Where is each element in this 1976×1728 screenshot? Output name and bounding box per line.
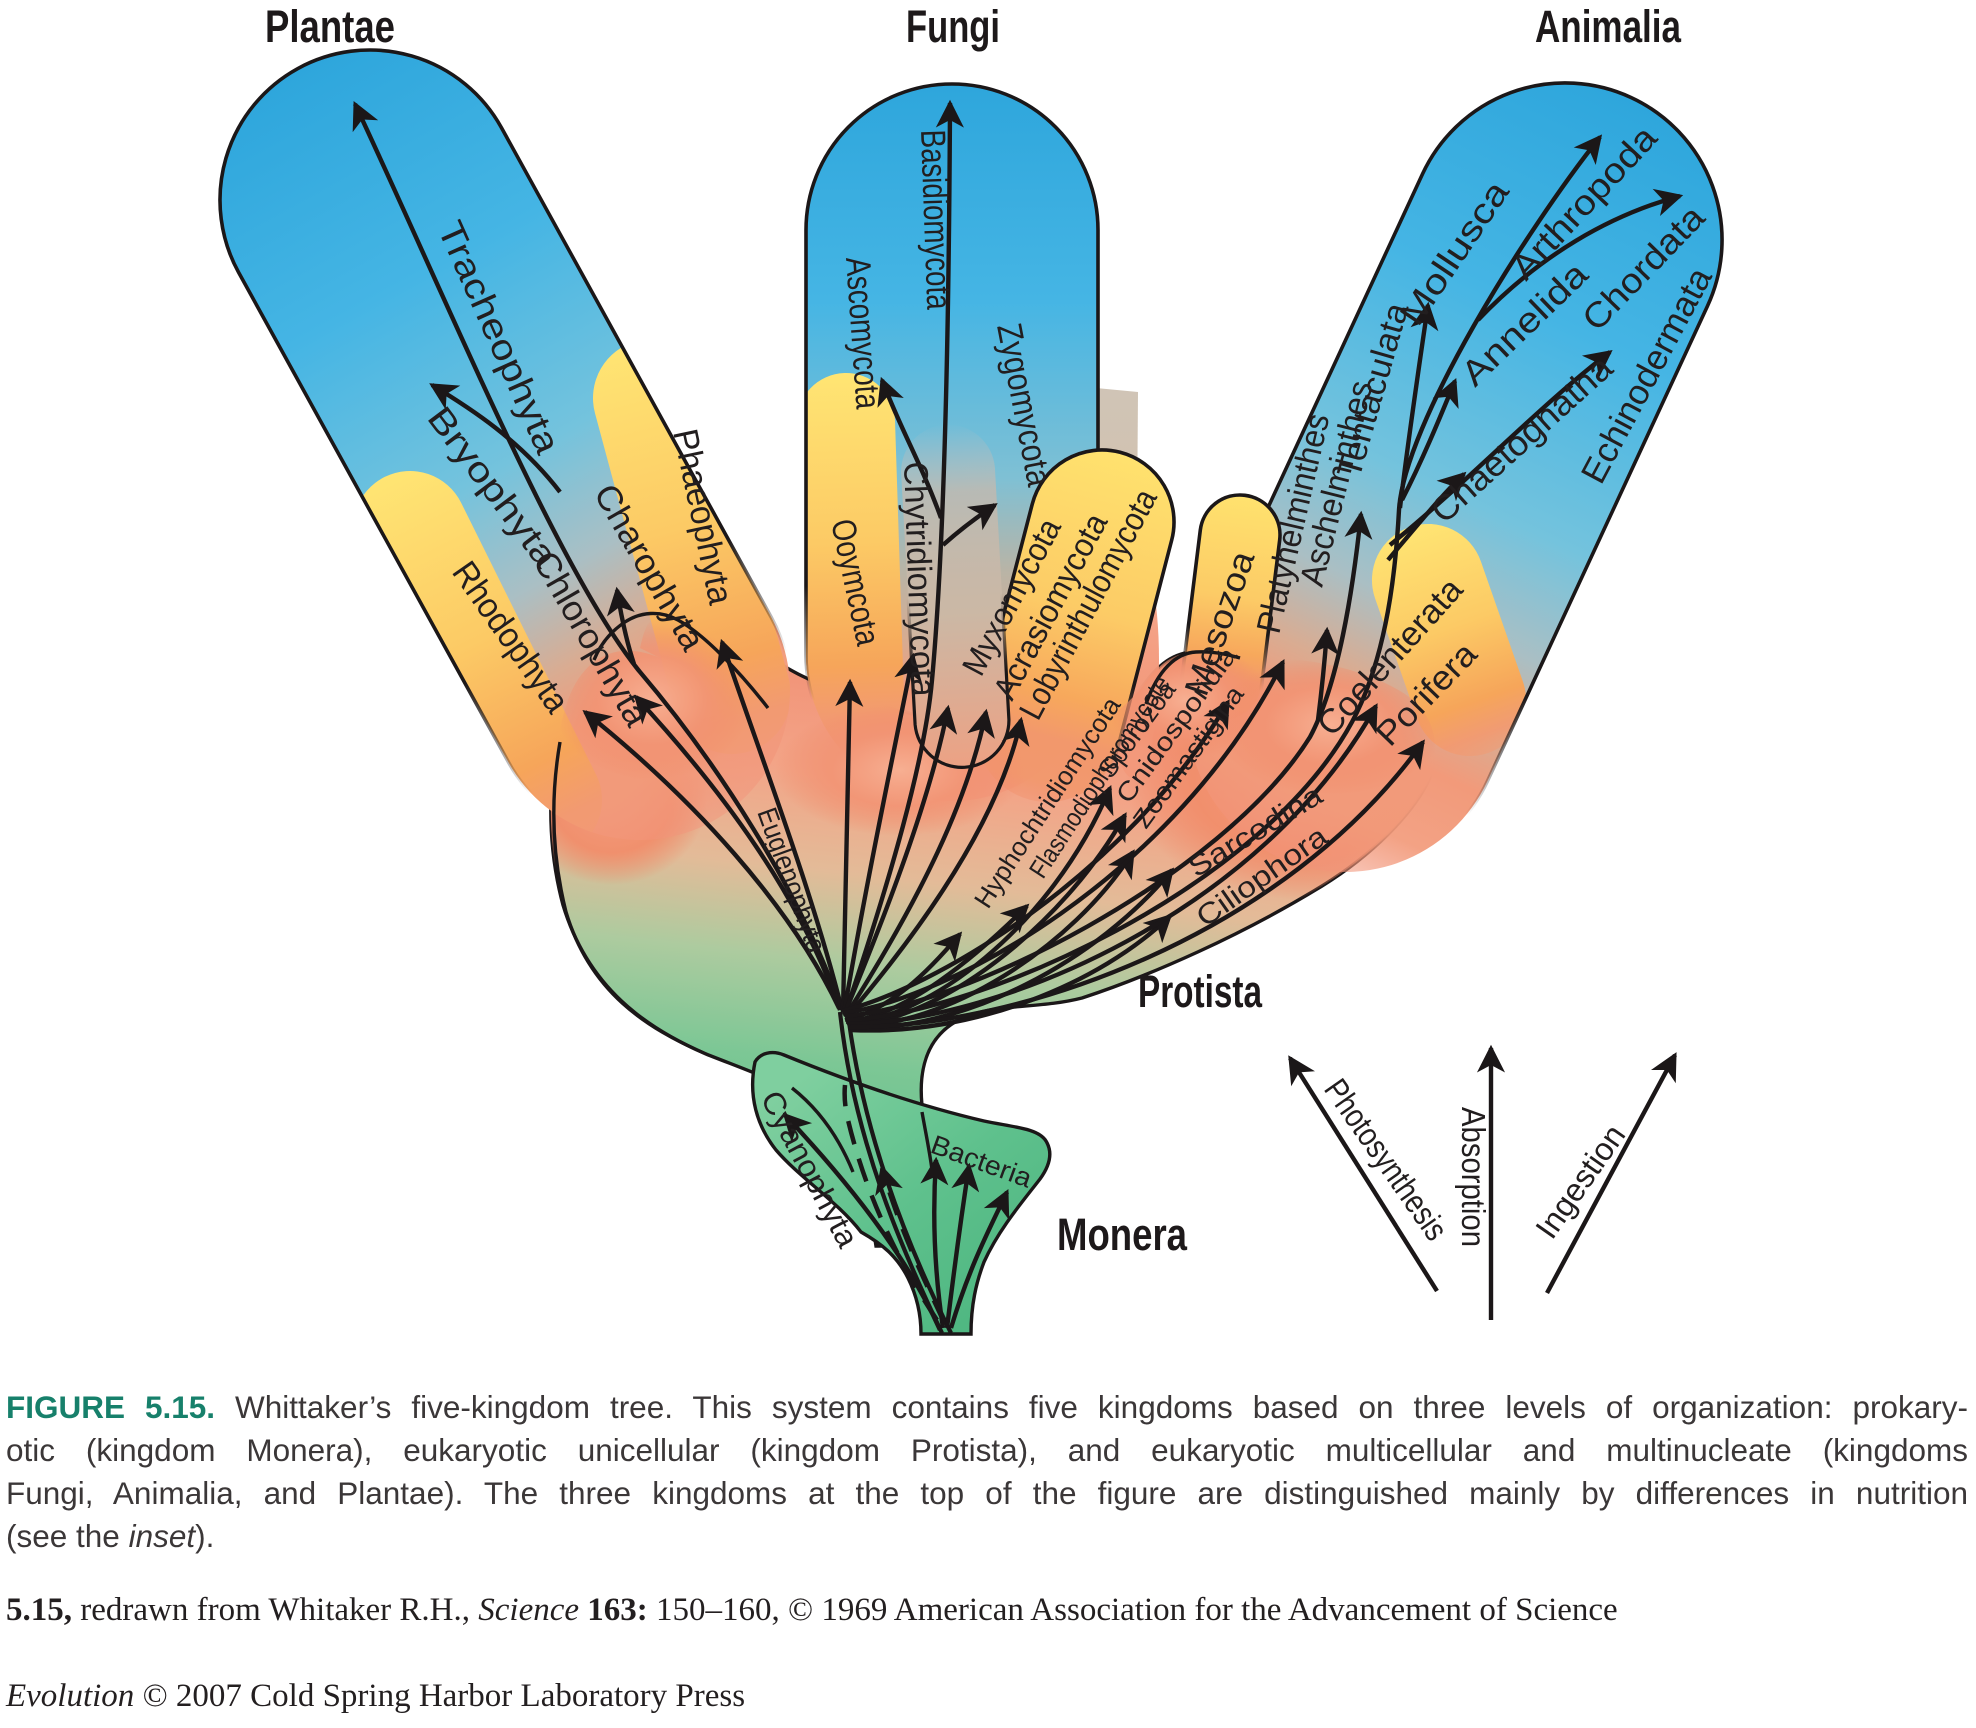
- svg-text:Absorption: Absorption: [1455, 1107, 1492, 1247]
- svg-text:Fungi: Fungi: [906, 1, 1000, 52]
- svg-text:Chytridiomycota: Chytridiomycota: [896, 461, 942, 697]
- svg-text:Plantae: Plantae: [265, 1, 395, 52]
- svg-text:Animalia: Animalia: [1535, 1, 1682, 52]
- svg-text:Basidiomycota: Basidiomycota: [913, 129, 958, 311]
- svg-text:Monera: Monera: [1057, 1209, 1188, 1260]
- svg-text:Protista: Protista: [1138, 966, 1263, 1017]
